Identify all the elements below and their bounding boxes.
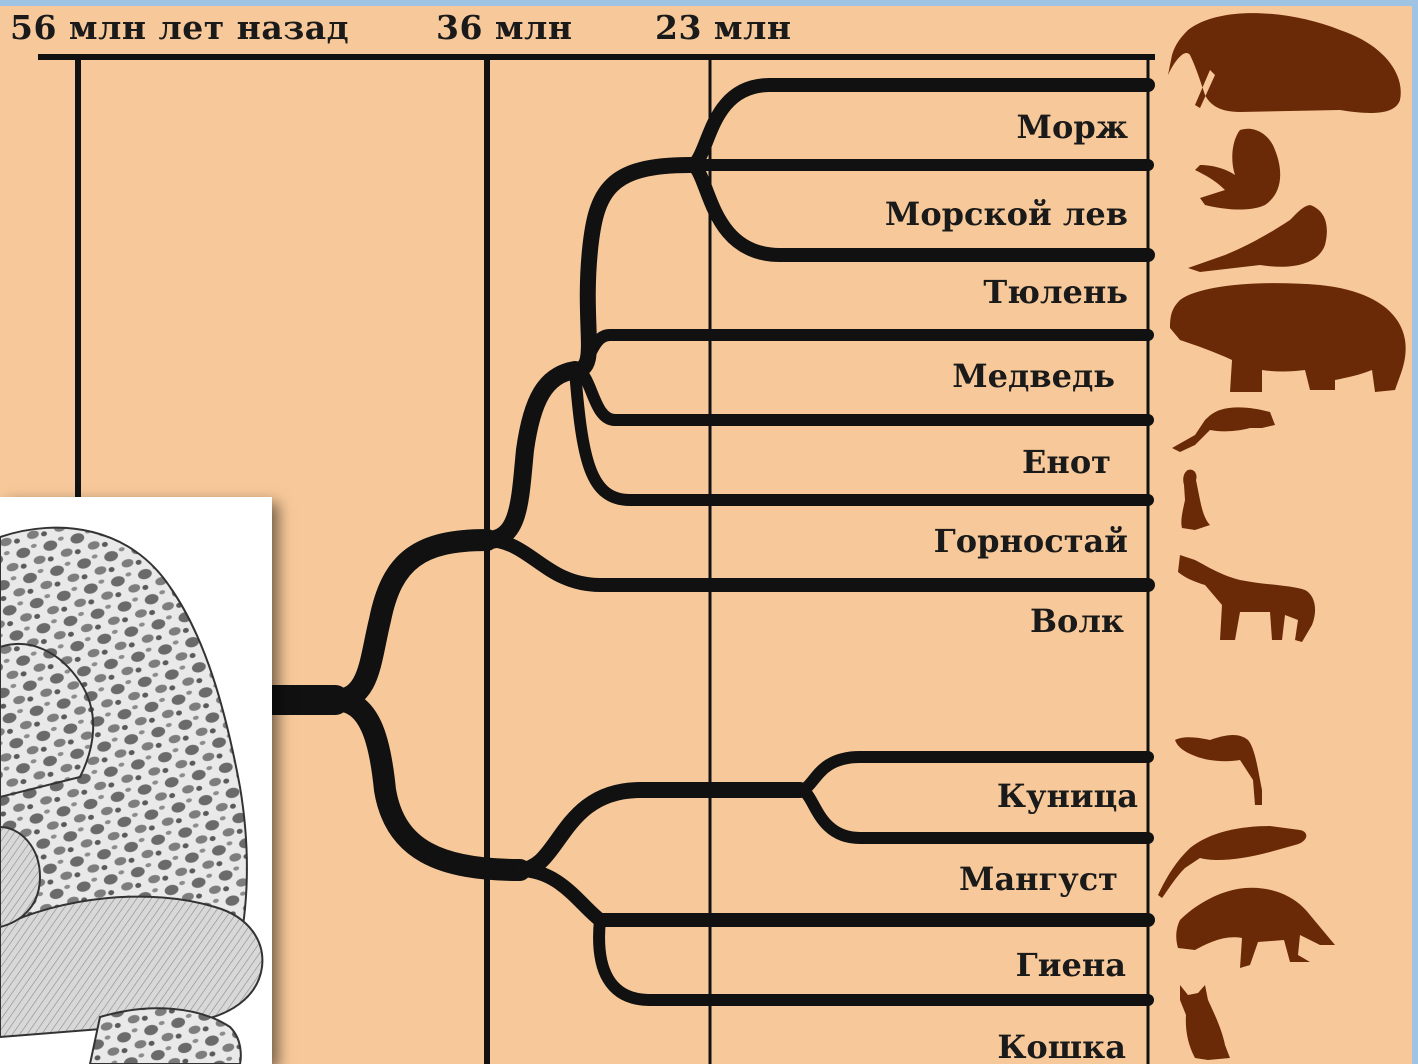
marten-silhouette xyxy=(1175,735,1262,805)
bear-silhouette xyxy=(1170,283,1406,392)
wolf-silhouette xyxy=(1178,555,1315,642)
hyena-silhouette xyxy=(1176,888,1335,968)
walrus-silhouette xyxy=(1168,13,1401,113)
mongoose-silhouette xyxy=(1158,826,1306,898)
stoat-silhouette xyxy=(1181,470,1210,530)
spotted-animal-illustration xyxy=(0,497,272,1064)
raccoon-silhouette xyxy=(1172,407,1275,452)
leopard-illustration-inset xyxy=(0,497,272,1064)
cat-silhouette xyxy=(1180,985,1230,1060)
seal-silhouette xyxy=(1188,205,1327,272)
sea-lion-silhouette xyxy=(1195,129,1280,210)
